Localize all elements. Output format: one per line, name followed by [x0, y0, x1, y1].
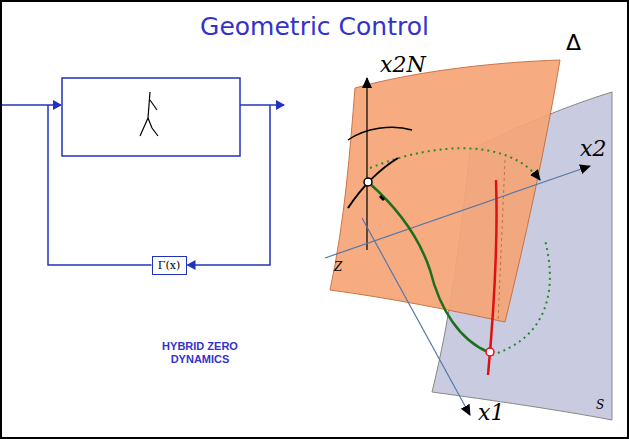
dotted-orbit [492, 240, 550, 355]
continuous-trajectory [368, 182, 488, 352]
axis-label: x2N [380, 52, 426, 77]
axis-x2n [366, 78, 367, 250]
zero-dynamics-slice [348, 158, 398, 208]
intersection-line [498, 160, 505, 322]
axis-label: x1 [478, 400, 504, 425]
feedback-law: Γ(x) [158, 259, 180, 272]
post-impact-point [364, 178, 372, 186]
feedback-box: Γ(x) [152, 256, 187, 275]
switching-curve [488, 180, 497, 375]
axis-x2 [325, 166, 590, 258]
reset-arc [348, 127, 412, 140]
pre-impact-point [486, 348, 494, 356]
input-wire [2, 104, 61, 106]
dotted-orbit [370, 148, 540, 180]
arrow-tick [380, 196, 384, 200]
output-wire [240, 104, 284, 106]
slide-title: Geometric Control [0, 12, 629, 41]
surface-label: S [596, 398, 604, 412]
feedback-wire [188, 105, 271, 265]
reset-map-label: Δ [566, 30, 581, 55]
axis-x1 [362, 218, 470, 415]
surface-z [330, 60, 560, 322]
axis-label: x2 [580, 136, 606, 161]
walker-figure [140, 92, 158, 136]
feedback-wire [48, 105, 152, 265]
surface-label: Z [334, 260, 342, 274]
caption-note: HYBRID ZERO DYNAMICS [150, 340, 250, 366]
plant-box [62, 78, 240, 156]
